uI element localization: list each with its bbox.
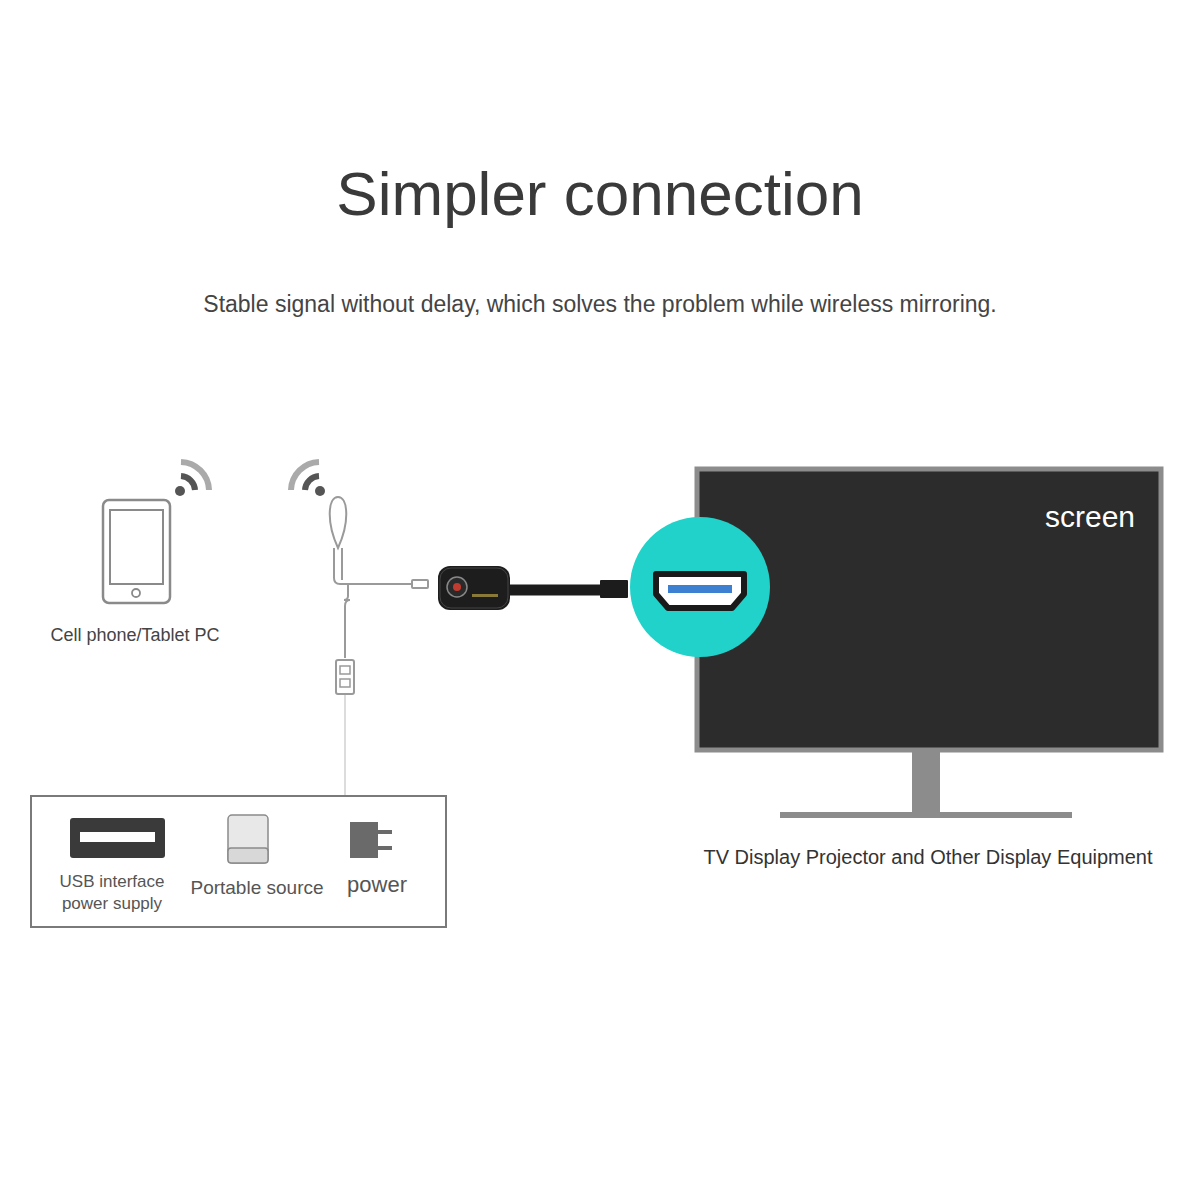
subtitle: Stable signal without delay, which solve…: [203, 291, 996, 318]
node-label: Cell phone/Tablet PC: [50, 624, 219, 647]
node-label: USB interface power supply: [53, 871, 171, 915]
phone-icon: [103, 500, 170, 603]
cable: [330, 497, 428, 795]
device-node: Cell phone/Tablet PC: [30, 494, 240, 659]
hdmi-badge: [630, 517, 770, 657]
display-caption: TV Display Projector and Other Display E…: [703, 846, 1152, 869]
tv-display: [697, 469, 1161, 818]
power-plug-icon: [350, 822, 392, 858]
power-bank-icon: [228, 815, 268, 863]
dongle: [438, 566, 628, 610]
wifi-icon: [175, 462, 209, 496]
power-source-box: USB interface power supply Portable sourc…: [30, 795, 447, 928]
node-label: power: [347, 871, 407, 900]
usb-port-icon: [70, 818, 165, 858]
node-label: Portable source: [190, 876, 323, 901]
screen-node: screen: [697, 469, 1161, 750]
node-label: screen: [1045, 497, 1135, 536]
wifi-icon: [291, 462, 325, 496]
title: Simpler connection: [336, 158, 863, 229]
